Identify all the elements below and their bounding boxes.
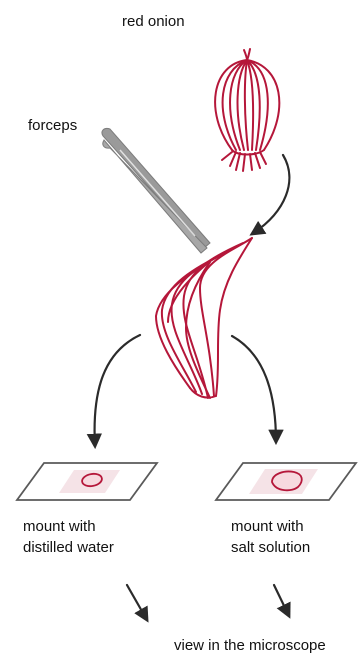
label-mount-salt-1: mount with	[231, 517, 304, 536]
salt-to-microscope-arrow	[274, 585, 289, 616]
slide-salt-solution	[216, 463, 356, 500]
water-to-microscope-arrow	[127, 585, 147, 620]
label-mount-water-1: mount with	[23, 517, 96, 536]
onion-to-strip-arrow	[252, 155, 289, 234]
forceps-illustration	[102, 128, 210, 253]
strip-to-salt-slide-arrow	[232, 336, 276, 442]
label-red-onion: red onion	[122, 12, 185, 31]
label-mount-water-2: distilled water	[23, 538, 114, 557]
label-view-microscope: view in the microscope	[174, 636, 326, 655]
sample-salt	[272, 471, 302, 490]
onion-skin-strip	[156, 238, 252, 398]
label-forceps: forceps	[28, 116, 77, 135]
slide-distilled-water	[17, 463, 157, 500]
strip-to-water-slide-arrow	[95, 335, 140, 446]
red-onion-illustration	[215, 49, 279, 171]
label-mount-salt-2: salt solution	[231, 538, 310, 557]
